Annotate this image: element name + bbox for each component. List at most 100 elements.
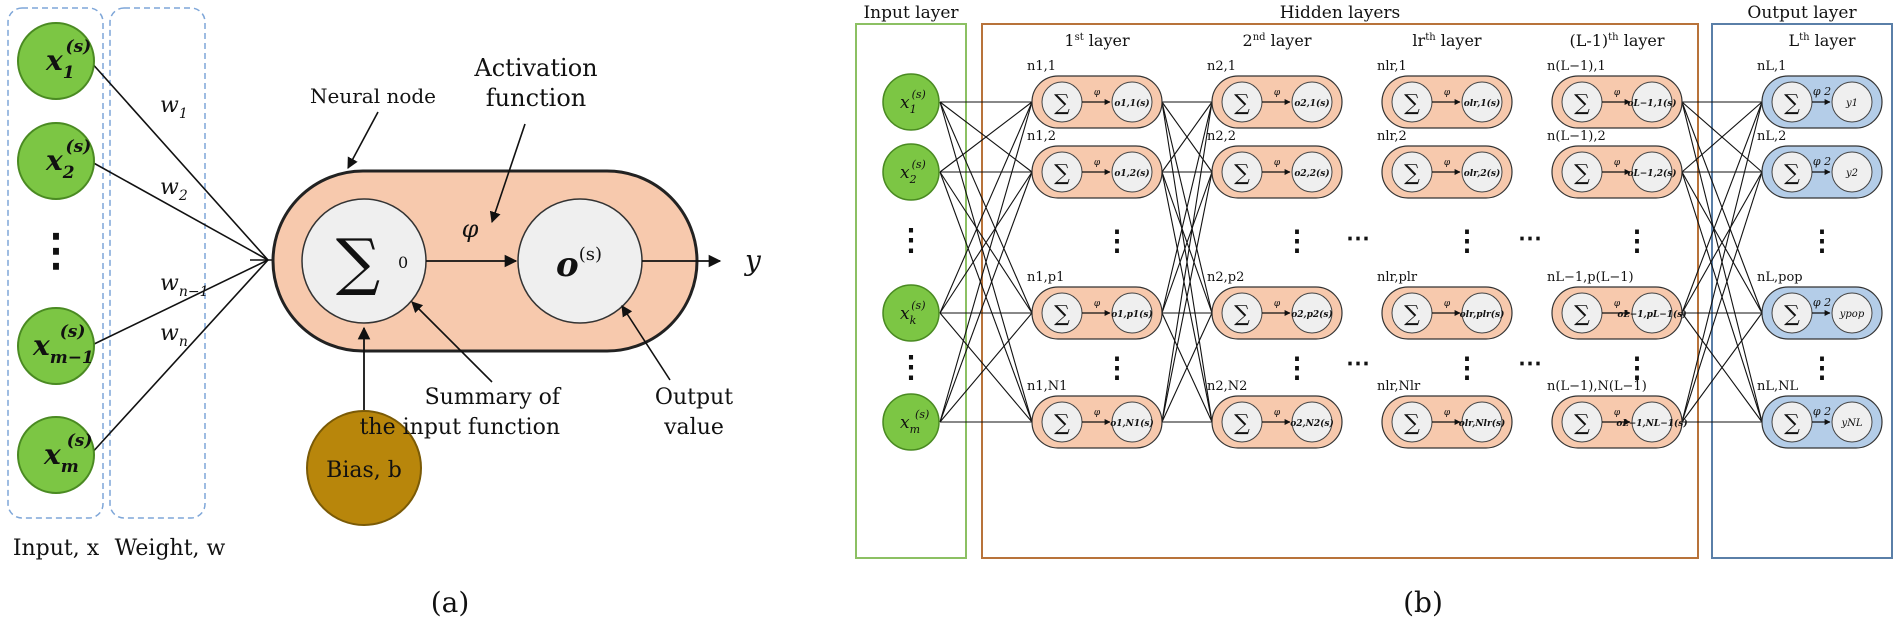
connection-line	[1161, 101, 1213, 173]
phi-label: φ	[1444, 408, 1451, 418]
phi-label: φ	[1094, 88, 1101, 98]
output-value-pointer	[621, 305, 671, 381]
input-node: xm−1(s)	[17, 307, 95, 385]
connection-line	[1161, 101, 1213, 314]
neuron-output-label: o1,2(s)	[1114, 168, 1149, 179]
neuron-name-label: nlr,2	[1377, 129, 1407, 144]
input-node-label: xm−1(s)	[32, 322, 94, 368]
activation-pointer	[489, 123, 526, 224]
sigma-symbol: ∑	[1404, 161, 1420, 186]
phi-label: φ	[1274, 299, 1281, 309]
neuron-output-label: olr,2(s)	[1464, 168, 1501, 179]
sigma-symbol: ∑	[1784, 91, 1800, 116]
phi-label: φ	[462, 215, 479, 243]
sigma-symbol: ∑	[1234, 91, 1250, 116]
neuron-output-label: oL−1,1(s)	[1627, 98, 1676, 109]
layer-header: 2nd layer	[1243, 31, 1312, 50]
connection-line	[939, 101, 1033, 314]
phi-label: φ	[1614, 158, 1621, 168]
weight-label: w1	[160, 93, 188, 122]
phi-label: φ	[1094, 299, 1101, 309]
hidden-neuron: ∑φo1,p1(s)n1,p1	[1027, 270, 1163, 340]
output-circle	[1111, 401, 1153, 443]
neuron-output-label: olr,plr(s)	[1460, 309, 1505, 320]
summary-label: Summary of	[425, 385, 562, 410]
hidden-neuron: ∑φoL−1,NL−1(s)n(L−1),N(L−1)	[1547, 379, 1688, 449]
phi-label: φ 2	[1813, 155, 1831, 168]
hidden-neuron: ∑φoL−1,pL−1(s)nL−1,p(L−1)	[1547, 270, 1687, 340]
layer-header: lrth layer	[1412, 31, 1481, 50]
output-circle	[1831, 401, 1873, 443]
connections	[939, 101, 1763, 423]
neuron-name-label: n1,2	[1027, 129, 1056, 144]
input-node-circle	[882, 393, 940, 451]
output-circle	[1631, 151, 1673, 193]
neuron-name-label: nL,pop	[1757, 270, 1803, 285]
neuron-name-label: n1,N1	[1027, 379, 1067, 394]
weight-label: wn−1	[160, 271, 209, 300]
y-label: y	[743, 244, 762, 277]
connection-line	[1681, 101, 1763, 423]
phi-label: φ 2	[1813, 85, 1831, 98]
neural-node-label: Neural node	[310, 84, 436, 108]
connection-line	[1161, 101, 1213, 423]
hdots: ⋯	[1518, 348, 1542, 377]
output-value-label: value	[663, 415, 724, 440]
output-circle	[1461, 292, 1503, 334]
output-circle	[1291, 292, 1333, 334]
sigma-symbol: ∑	[1234, 411, 1250, 436]
hidden-neuron: ∑φoL−1,1(s)n(L−1),1	[1547, 59, 1683, 129]
neuron-output-label: o1,1(s)	[1114, 98, 1149, 109]
neuron-name-label: nlr,plr	[1377, 270, 1418, 285]
connection-line	[1681, 171, 1763, 423]
output-circle	[1831, 292, 1873, 334]
panel-b-network: Input layer Hidden layers Output layer x…	[855, 3, 1893, 619]
neuron-output-label: olr,Nlr(s)	[1459, 418, 1506, 429]
connection-line	[939, 101, 1033, 173]
hidden-neuron: ∑φo2,p2(s)n2,p2	[1207, 270, 1343, 340]
output-o-label: o(s)	[556, 244, 602, 285]
output-circle	[1631, 401, 1673, 443]
vdots: ⋮	[1808, 351, 1836, 384]
sigma-symbol: ∑	[1404, 302, 1420, 327]
phi-label: φ	[1274, 408, 1281, 418]
activation-label: Activation	[473, 54, 597, 82]
output-value-label: yNL	[1840, 418, 1862, 429]
output-circle	[1111, 292, 1153, 334]
output-circle	[1111, 151, 1153, 193]
input-node: xk(s)	[882, 284, 940, 342]
output-value-label: y1	[1845, 98, 1858, 109]
weight-label: w2	[160, 175, 188, 204]
vdots: ⋮	[1808, 224, 1836, 257]
input-node-label: xm(s)	[900, 408, 929, 436]
vdots: ⋮	[1283, 224, 1311, 257]
neuron-output-label: o2,1(s)	[1294, 98, 1329, 109]
connection-line	[1161, 171, 1213, 423]
neuron-name-label: nlr,1	[1377, 59, 1407, 74]
neuron-output-label: oL−1,pL−1(s)	[1617, 309, 1686, 320]
output-circle	[1631, 81, 1673, 123]
neuron-name-label: n1,p1	[1027, 270, 1064, 285]
output-circle	[1291, 401, 1333, 443]
vdots: ⋮	[1283, 351, 1311, 384]
sigma-symbol: ∑	[1054, 302, 1070, 327]
input-node-circle	[882, 284, 940, 342]
input-layer-title: Input layer	[863, 3, 959, 23]
phi-label: φ	[1614, 88, 1621, 98]
neuron-output-label: o1,N1(s)	[1110, 418, 1153, 429]
input-node: xm(s)	[17, 416, 95, 494]
neuron-name-label: nL−1,p(L−1)	[1547, 270, 1634, 285]
connection-line	[1161, 312, 1213, 423]
panel-a-caption: (a)	[431, 586, 470, 619]
neuron-output-label: o2,p2(s)	[1291, 309, 1333, 320]
input-node: x1(s)	[17, 22, 95, 100]
neuron-name-label: nL,2	[1757, 129, 1786, 144]
weight-caption: Weight, w	[115, 536, 226, 561]
input-node-label: xm(s)	[43, 431, 92, 477]
